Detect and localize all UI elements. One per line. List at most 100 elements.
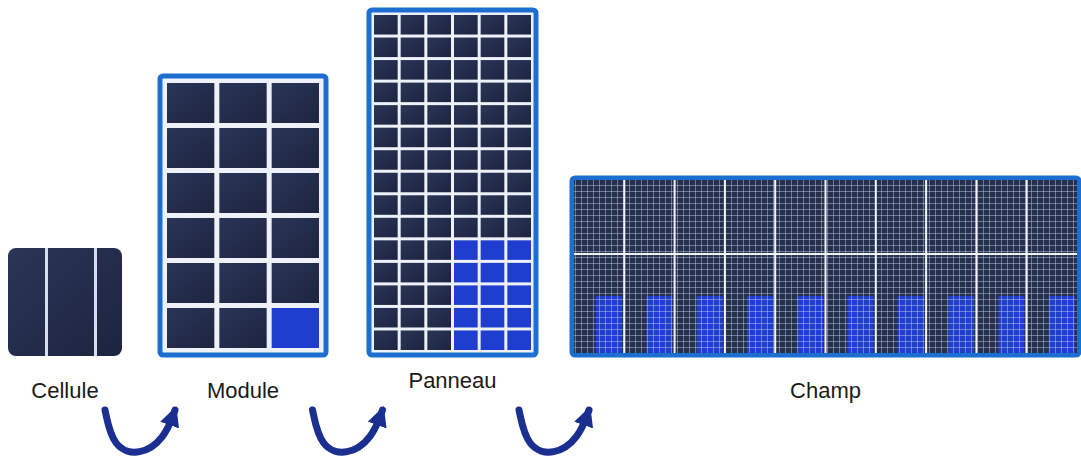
pv-cell [481,38,505,58]
stage-box: Panneau [367,8,538,410]
pv-cell [401,38,425,58]
pv-cell [401,240,425,260]
major-line [875,180,877,353]
pv-cell [401,105,425,125]
pv-cell [374,128,398,148]
pv-cell [427,263,451,283]
pv-cell [507,308,531,328]
pv-cell [481,195,505,215]
pv-cell [374,105,398,125]
cell-body [8,248,122,356]
major-line [825,180,827,353]
pv-cell [167,173,214,213]
pv-cell [454,240,478,260]
panel-frame [369,10,536,355]
pv-cell [454,38,478,58]
pv-cell [374,173,398,193]
pv-cell [272,308,319,348]
pv-cell [401,60,425,80]
pv-cell [481,83,505,103]
pv-cell [272,218,319,258]
pv-cell [374,285,398,305]
pv-cell [374,150,398,170]
stage-label: Cellule [31,378,98,404]
pv-cell [374,263,398,283]
pv-cell [219,263,266,303]
major-line [574,253,1077,255]
pv-cell [401,308,425,328]
stage-box: Cellule [8,248,122,410]
pv-cell [507,83,531,103]
pv-cell [401,330,425,350]
pv-cell [374,195,398,215]
pv-cell [374,330,398,350]
pv-cell [507,38,531,58]
pv-cell [167,218,214,258]
pv-cell [481,330,505,350]
pv-cell [167,308,214,348]
curved-arrow [313,410,383,452]
panel-illustration [369,10,536,355]
pv-cell [272,263,319,303]
pv-cell [374,308,398,328]
field-illustration [572,178,1079,355]
fine-grid [574,180,1077,353]
pv-cell [481,263,505,283]
pv-cell [454,330,478,350]
pv-cell [374,38,398,58]
pv-cell [507,150,531,170]
pv-cell [167,263,214,303]
pv-cell [401,150,425,170]
pv-cell [427,285,451,305]
major-line [674,180,676,353]
pv-cell [507,330,531,350]
pv-cell [219,83,266,123]
pv-cell [507,195,531,215]
stage-box: Module [158,74,328,410]
cell-illustration [8,248,122,356]
pv-cell [272,83,319,123]
pv-cell [401,285,425,305]
pv-cell [374,15,398,35]
pv-cell [454,105,478,125]
pv-cell [454,15,478,35]
major-line [623,180,625,353]
major-line [774,180,776,353]
pv-cell [481,173,505,193]
pv-cell [401,218,425,238]
pv-cell [374,83,398,103]
pv-cell [272,128,319,168]
pv-cell [427,60,451,80]
major-line [975,180,977,353]
pv-cell [374,240,398,260]
pv-cell [427,330,451,350]
pv-cell [427,308,451,328]
pv-cell [481,150,505,170]
pv-cell [454,128,478,148]
pv-cell [219,173,266,213]
pv-cell [454,218,478,238]
curved-arrow [519,410,589,452]
pv-cell [481,60,505,80]
pv-cell [454,173,478,193]
major-line [925,180,927,353]
pv-cell [427,195,451,215]
pv-cell [454,60,478,80]
pv-cell [481,218,505,238]
pv-cell [481,240,505,260]
pv-cell [401,195,425,215]
pv-cell [507,218,531,238]
pv-cell [167,128,214,168]
stage-label: Module [207,378,279,404]
pv-cell [427,150,451,170]
pv-cell [167,83,214,123]
pv-cell [481,15,505,35]
pv-cell [401,15,425,35]
pv-cell [219,128,266,168]
pv-cell [507,173,531,193]
pv-cell [454,308,478,328]
pv-cell [481,285,505,305]
curved-arrow [105,410,175,452]
pv-cell [507,60,531,80]
